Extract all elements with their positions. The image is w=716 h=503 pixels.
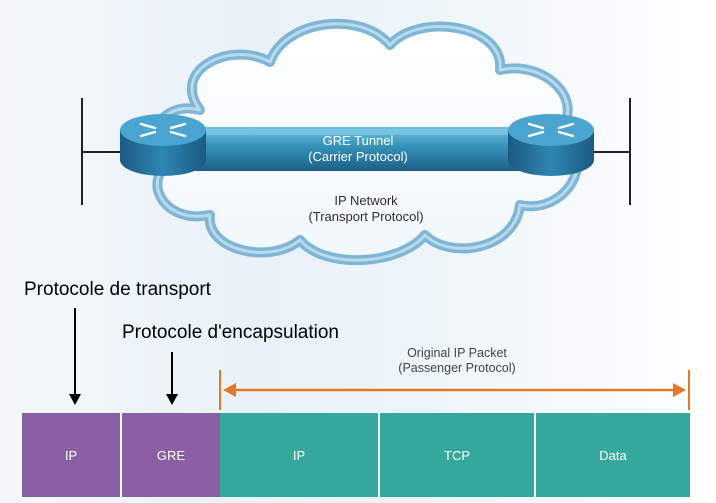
original-packet-line2: (Passenger Protocol) <box>398 361 516 375</box>
encapsulation-arrow <box>166 352 178 405</box>
encapsulation-protocol-label: Protocole d'encapsulation <box>122 322 339 343</box>
transport-arrow <box>69 308 81 405</box>
gre-tunnel-label: GRE Tunnel (Carrier Protocol) <box>258 133 458 165</box>
original-packet-span-arrow <box>219 370 690 410</box>
packet-field-ip-outer: IP <box>22 413 122 497</box>
packet-field-gre: GRE <box>122 413 220 497</box>
packet-field-ip-inner: IP <box>220 413 380 497</box>
ip-network-label: IP Network (Transport Protocol) <box>266 193 466 225</box>
transport-protocol-label: Protocole de transport <box>24 279 211 300</box>
right-router-icon <box>508 114 594 176</box>
network-line1: IP Network <box>334 193 398 208</box>
original-packet-line1: Original IP Packet <box>407 346 507 360</box>
tunnel-line2: (Carrier Protocol) <box>308 149 408 164</box>
original-packet-label: Original IP Packet (Passenger Protocol) <box>357 346 557 376</box>
left-link <box>81 98 125 205</box>
packet-field-data: Data <box>536 413 690 497</box>
left-router-icon <box>120 114 206 176</box>
gre-tunnel-pipe <box>160 127 555 171</box>
network-line2: (Transport Protocol) <box>308 209 424 224</box>
packet-field-tcp: TCP <box>380 413 536 497</box>
tunnel-line1: GRE Tunnel <box>322 133 394 148</box>
